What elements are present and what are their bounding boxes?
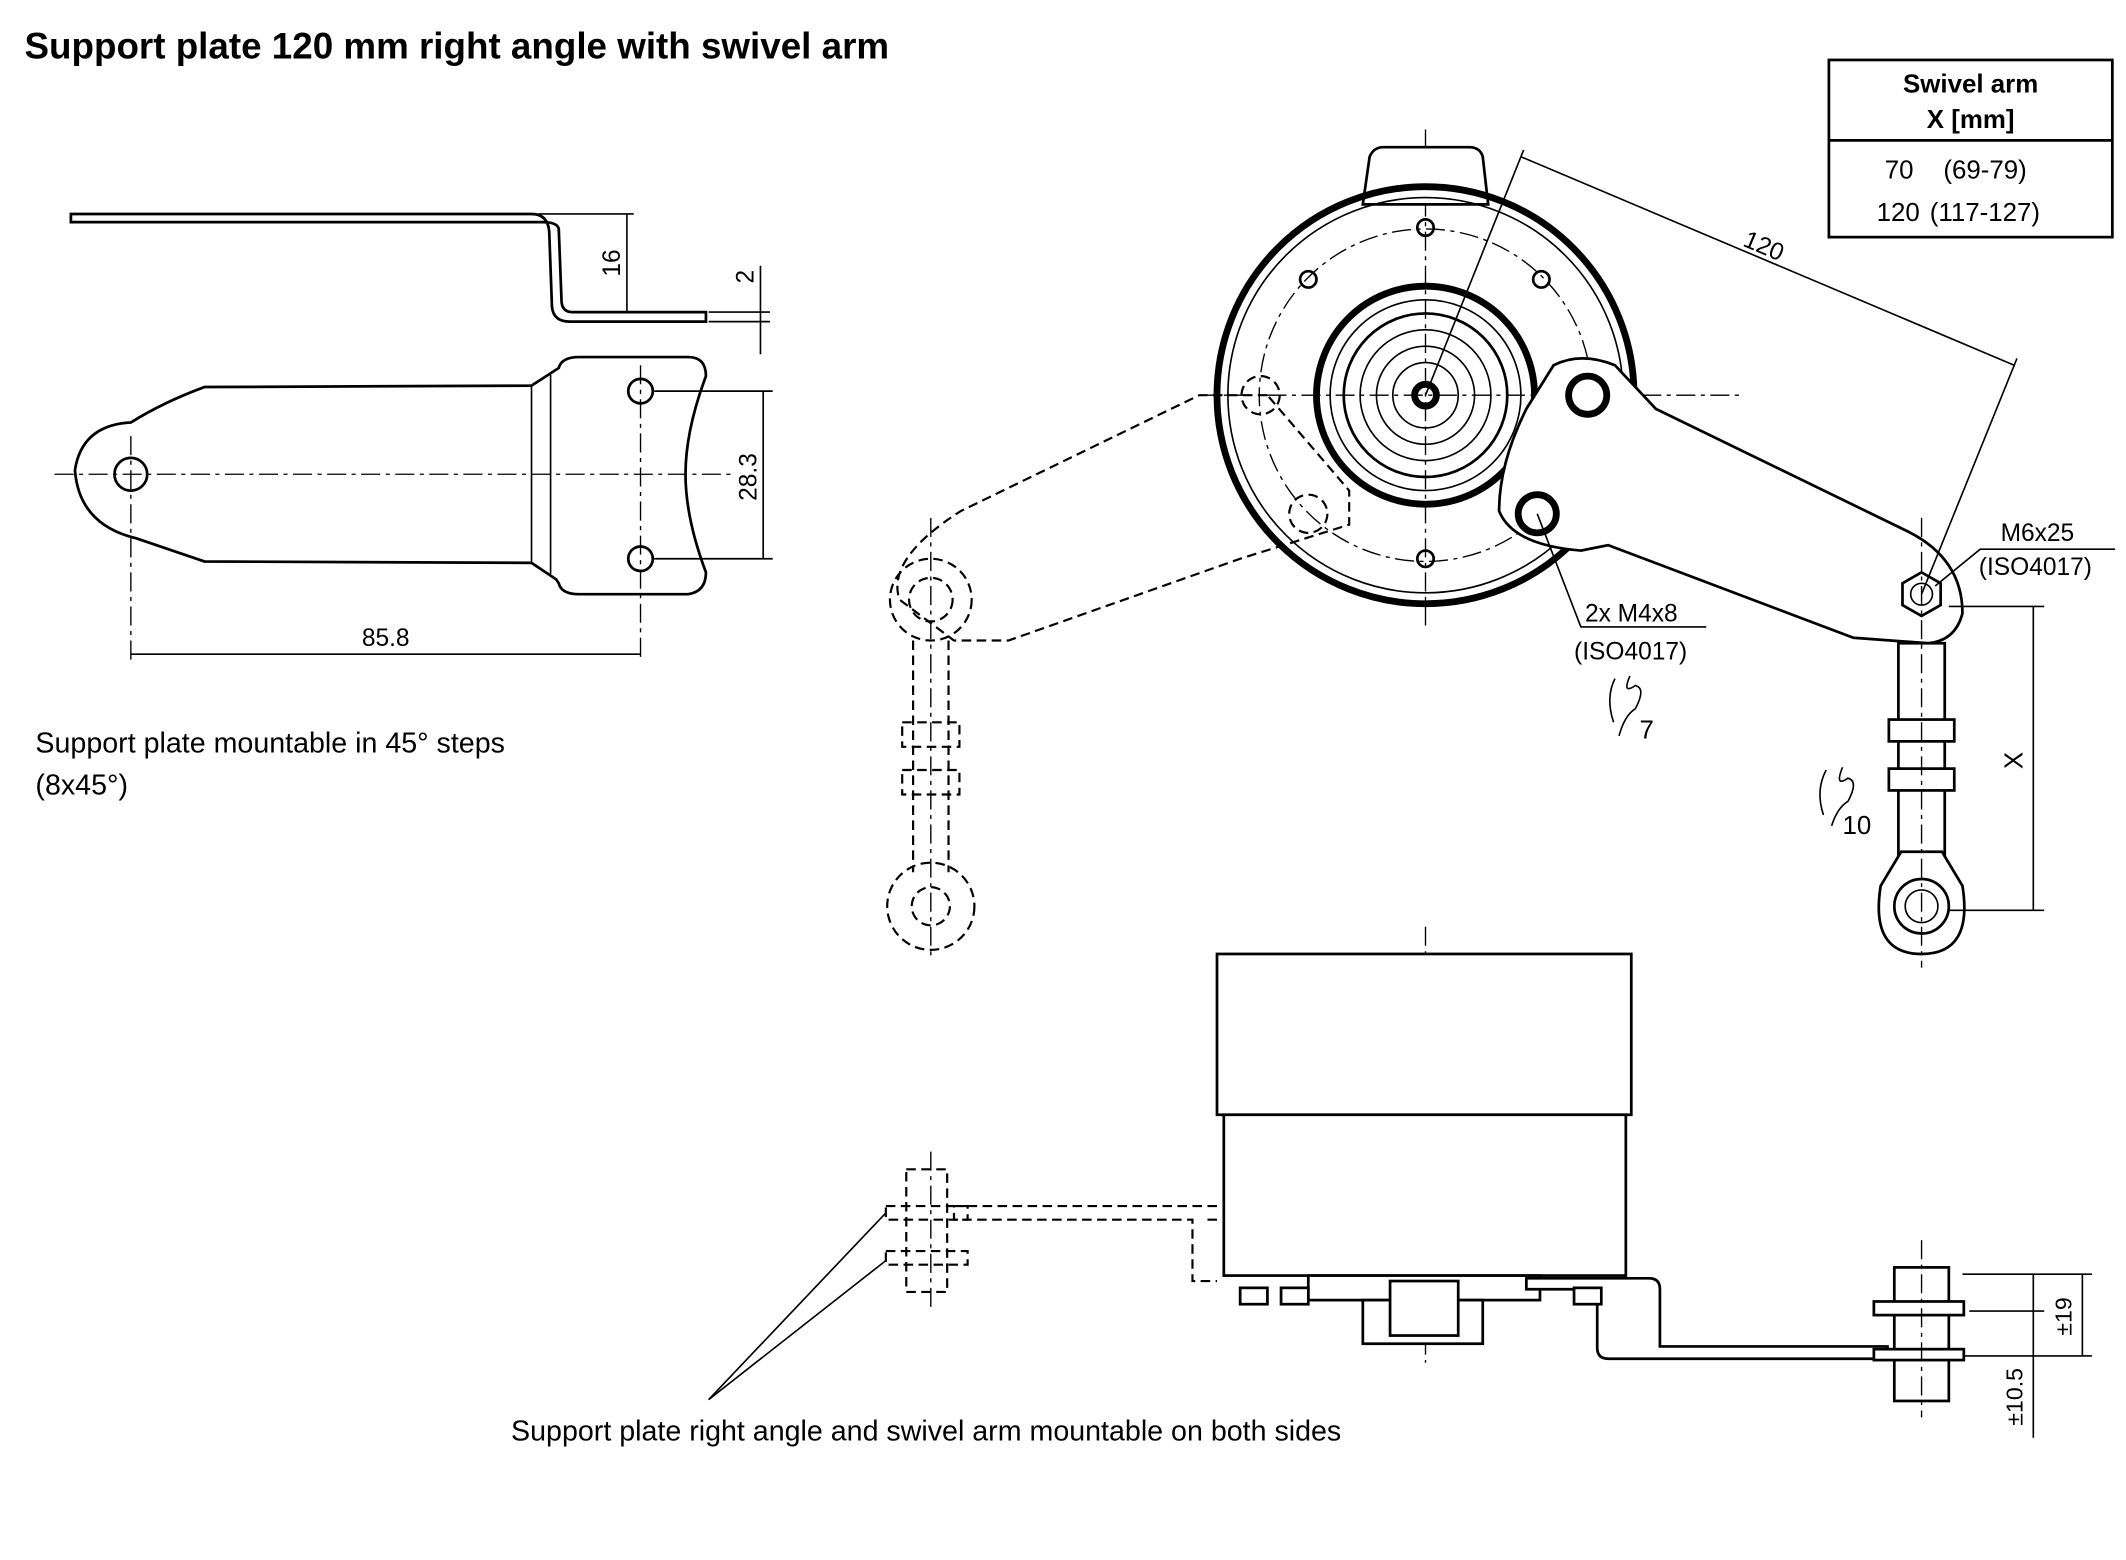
table-header-line2: X [mm]	[1927, 106, 2015, 134]
screw-large-standard: (ISO4017)	[1979, 554, 2092, 581]
dim-length: 85.8	[362, 625, 410, 652]
drawing-title: Support plate 120 mm right angle with sw…	[25, 26, 890, 67]
plate-plan-view: 28.3 85.8	[54, 355, 773, 661]
both-sides-note: Support plate right angle and swivel arm…	[511, 1415, 1341, 1447]
table-row-range: (69-79)	[1943, 157, 2026, 185]
mount-steps-note-2: (8x45°)	[35, 770, 128, 802]
table-header-line1: Swivel arm	[1903, 71, 2038, 99]
plate-side-view: 16 2	[69, 212, 770, 355]
table-row-x: 70	[1885, 157, 1914, 185]
wrench-size-small: 7	[1639, 717, 1653, 745]
dim-hole-spacing: 28.3	[735, 453, 762, 501]
wrench-icon	[1609, 675, 1642, 737]
swivel-arm-table: Swivel arm X [mm] 70 (69-79) 120 (117-12…	[1827, 58, 2114, 239]
dim-arm-length: 120	[1740, 226, 1788, 267]
dim-plate-height: 16	[599, 249, 626, 276]
dim-offset-19: ±19	[2050, 1297, 2076, 1335]
wrench-icon	[1819, 766, 1855, 827]
wrench-size-large: 10	[1843, 812, 1872, 840]
screw-large-label: M6x25	[2001, 520, 2075, 547]
table-row-x: 120	[1877, 199, 1920, 227]
table-row-range: (117-127)	[1930, 199, 2040, 227]
screw-small-standard: (ISO4017)	[1574, 639, 1687, 666]
dim-arm-length-group: 120	[1424, 149, 2018, 595]
dim-x: X	[2000, 752, 2028, 769]
dim-plate-thickness: 2	[733, 270, 760, 284]
mount-steps-note: Support plate mountable in 45° steps	[35, 727, 505, 759]
encoder-side-view: ±19 ±10.5	[884, 926, 2092, 1438]
dim-offset-10-5: ±10.5	[2001, 1368, 2027, 1426]
swivel-arm	[1497, 357, 1966, 968]
swivel-arm-alternate	[886, 375, 1351, 961]
screw-small-label: 2x M4x8	[1585, 600, 1678, 627]
